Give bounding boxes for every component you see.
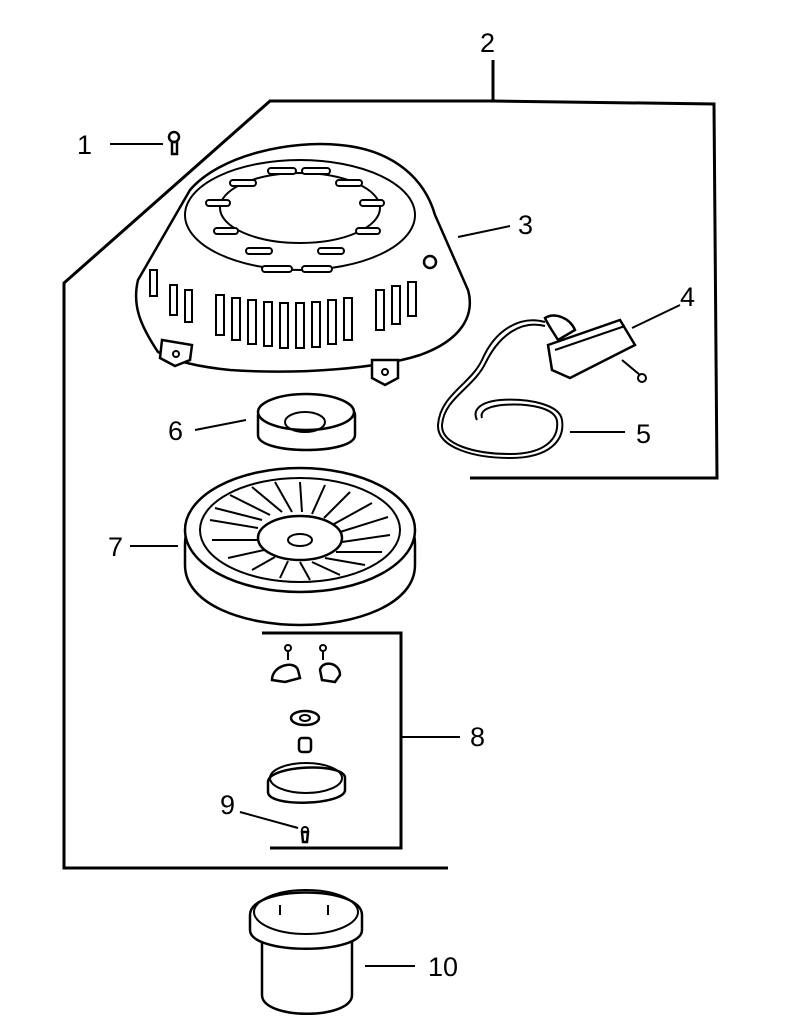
part-8-pawl-assembly bbox=[239, 644, 347, 844]
part-5-starter-rope bbox=[436, 319, 625, 460]
callout-5: 5 bbox=[636, 419, 651, 449]
part-1-screw bbox=[110, 130, 181, 156]
callout-10: 10 bbox=[428, 952, 458, 982]
part-4-handle bbox=[543, 304, 681, 383]
callout-1: 1 bbox=[77, 130, 92, 160]
part-7-rope-pulley bbox=[130, 466, 417, 627]
part-10-cap bbox=[248, 889, 415, 1015]
part-6-bushing bbox=[194, 392, 357, 452]
callout-6: 6 bbox=[168, 416, 183, 446]
callout-7: 7 bbox=[108, 532, 123, 562]
callout-9: 9 bbox=[220, 790, 235, 820]
callout-2: 2 bbox=[480, 28, 495, 58]
assembly-8-bracket bbox=[262, 631, 460, 850]
part-3-starter-housing bbox=[134, 142, 511, 387]
assembly-2-bracket bbox=[62, 60, 719, 870]
callout-4: 4 bbox=[680, 282, 695, 312]
callout-8: 8 bbox=[470, 722, 485, 752]
callout-3: 3 bbox=[518, 210, 533, 240]
